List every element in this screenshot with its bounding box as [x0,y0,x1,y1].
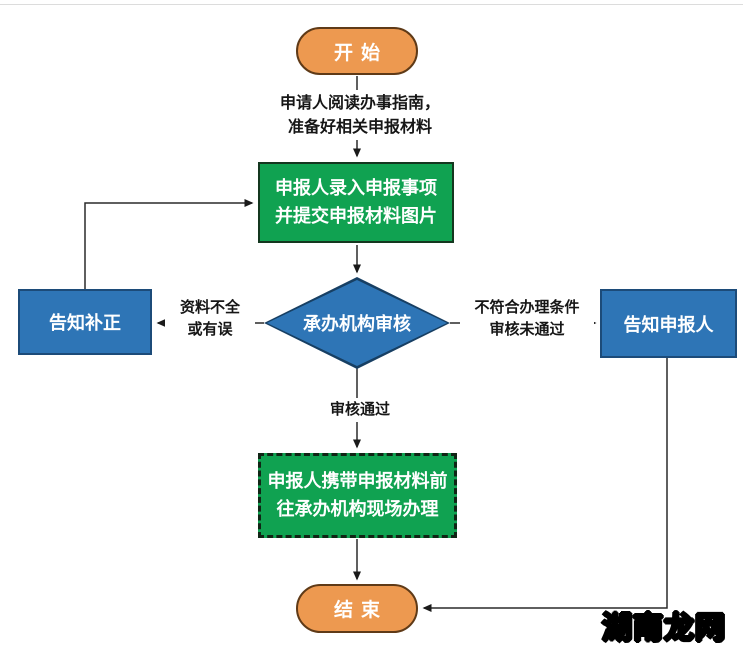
end-node-label: 结束 [333,599,388,621]
entry-node-line2: 并提交申报材料图片 [275,205,437,227]
edge-fail-line1: 不符合办理条件 [474,298,580,316]
note-prepare-label: 申请人阅读办事指南， 准备好相关申报材料 [248,90,472,140]
start-node: 开始 [296,27,418,75]
edge-applicant-to-end [422,358,668,612]
start-node-label: 开始 [333,41,388,64]
entry-node-line1: 申报人录入申报事项 [275,177,437,199]
edge-incomplete-line2: 或有误 [187,319,233,338]
edge-label-incomplete: 资料不全 或有误 [165,296,255,342]
notify-applicant-label: 告知申报人 [623,314,714,336]
notify-correction-node: 告知补正 [18,289,152,355]
edge-label-pass: 审核通过 [320,398,400,422]
notify-correction-label: 告知补正 [49,313,121,334]
edge-fail-line2: 审核未通过 [489,319,565,338]
site-watermark: 湖南龙网 [601,603,726,647]
onsite-node-line1: 申报人携带申报材料前 [267,470,448,492]
note-prepare-line2: 准备好相关申报材料 [287,117,432,136]
edge-pass-text: 审核通过 [329,400,390,418]
watermark-part-orange: 湖南 [601,610,664,647]
page-top-border [0,4,743,5]
edge-incomplete-line1: 资料不全 [179,298,240,316]
edge-label-fail: 不符合办理条件 审核未通过 [460,296,594,342]
notify-applicant-node: 告知申报人 [600,289,737,358]
review-diamond-label: 承办机构审核 [303,314,411,335]
entry-node: 申报人录入申报事项 并提交申报材料图片 [258,162,454,243]
edge-correction-loop-to-entry [84,199,254,289]
watermark-part-white: 龙网 [663,610,726,647]
onsite-node-line2: 往承办机构现场办理 [276,498,439,520]
review-decision-node: 承办机构审核 [264,277,450,369]
onsite-handling-node: 申报人携带申报材料前 往承办机构现场办理 [258,453,457,538]
note-prepare-line1: 申请人阅读办事指南， [279,93,440,112]
end-node: 结束 [296,584,418,633]
